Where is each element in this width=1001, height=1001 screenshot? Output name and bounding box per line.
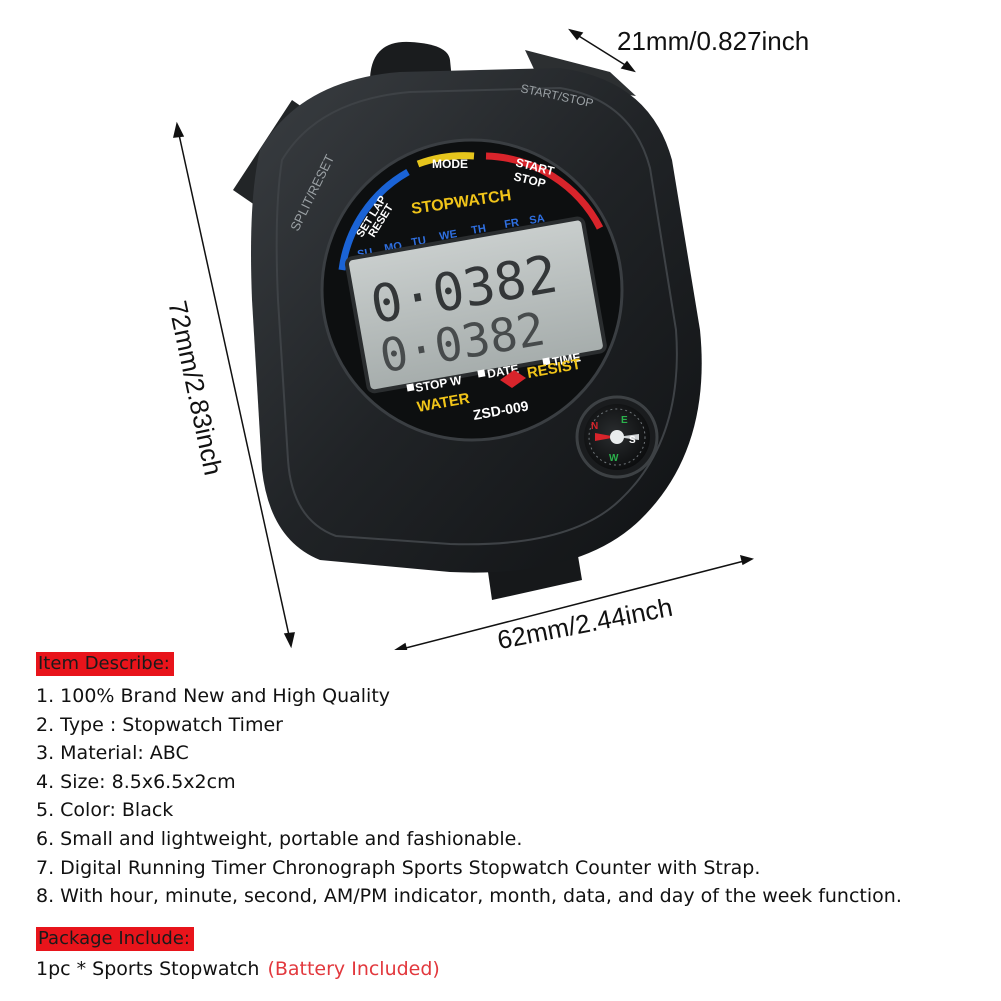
compass-n: N xyxy=(591,421,598,432)
top-button xyxy=(370,41,452,80)
dimension-lines xyxy=(173,28,754,650)
red-arc xyxy=(485,152,604,230)
red-diamond xyxy=(500,370,526,388)
product-description: Item Describe: 1. 100% Brand New and Hig… xyxy=(36,652,976,983)
list-item: 2. Type : Stopwatch Timer xyxy=(36,713,283,736)
stop-w-marker xyxy=(406,383,415,392)
compass-e: E xyxy=(621,415,628,426)
item-describe-heading: Item Describe: xyxy=(36,652,174,676)
list-item: 3. Material: ABC xyxy=(36,742,189,765)
list-item: 4. Size: 8.5x6.5x2cm xyxy=(36,770,236,793)
list-item: 5. Color: Black xyxy=(36,799,174,822)
list-item: 1. 100% Brand New and High Quality xyxy=(36,685,391,707)
package-include-section: Package Include: 1pc * Sports Stopwatch (… xyxy=(36,926,976,983)
date-marker xyxy=(477,369,486,378)
package-include-heading: Package Include: xyxy=(36,926,194,951)
time-marker xyxy=(542,357,551,366)
package-line: 1pc * Sports Stopwatch (Battery Included) xyxy=(36,955,976,983)
list-item: 6. Small and lightweight, portable and f… xyxy=(36,827,523,850)
battery-note: (Battery Included) xyxy=(267,957,440,980)
depth-dimension-label: 21mm/0.827inch xyxy=(617,26,810,56)
compass-needle xyxy=(595,433,617,441)
yellow-arc xyxy=(416,152,475,168)
compass: N E S W xyxy=(575,395,659,479)
list-item: 8. With hour, minute, second, AM/PM indi… xyxy=(36,885,902,908)
stopwatch-illustration: SPLIT/RESET START/STOP MODE START STOP S… xyxy=(173,28,754,650)
mode-label: MODE xyxy=(432,157,468,171)
strap-loop xyxy=(488,556,582,600)
package-item: 1pc * Sports Stopwatch xyxy=(36,957,260,980)
blue-arc xyxy=(338,168,410,271)
item-describe-list: 1. 100% Brand New and High Quality 2. Ty… xyxy=(36,682,976,911)
compass-w: W xyxy=(609,453,619,464)
list-item: 7. Digital Running Timer Chronograph Spo… xyxy=(36,856,761,879)
product-figure: SPLIT/RESET START/STOP MODE START STOP S… xyxy=(162,26,810,655)
lcd-display: 0·0382 0·0382 xyxy=(344,216,607,394)
compass-s: S xyxy=(629,435,636,446)
time-label: TIME xyxy=(551,350,582,369)
